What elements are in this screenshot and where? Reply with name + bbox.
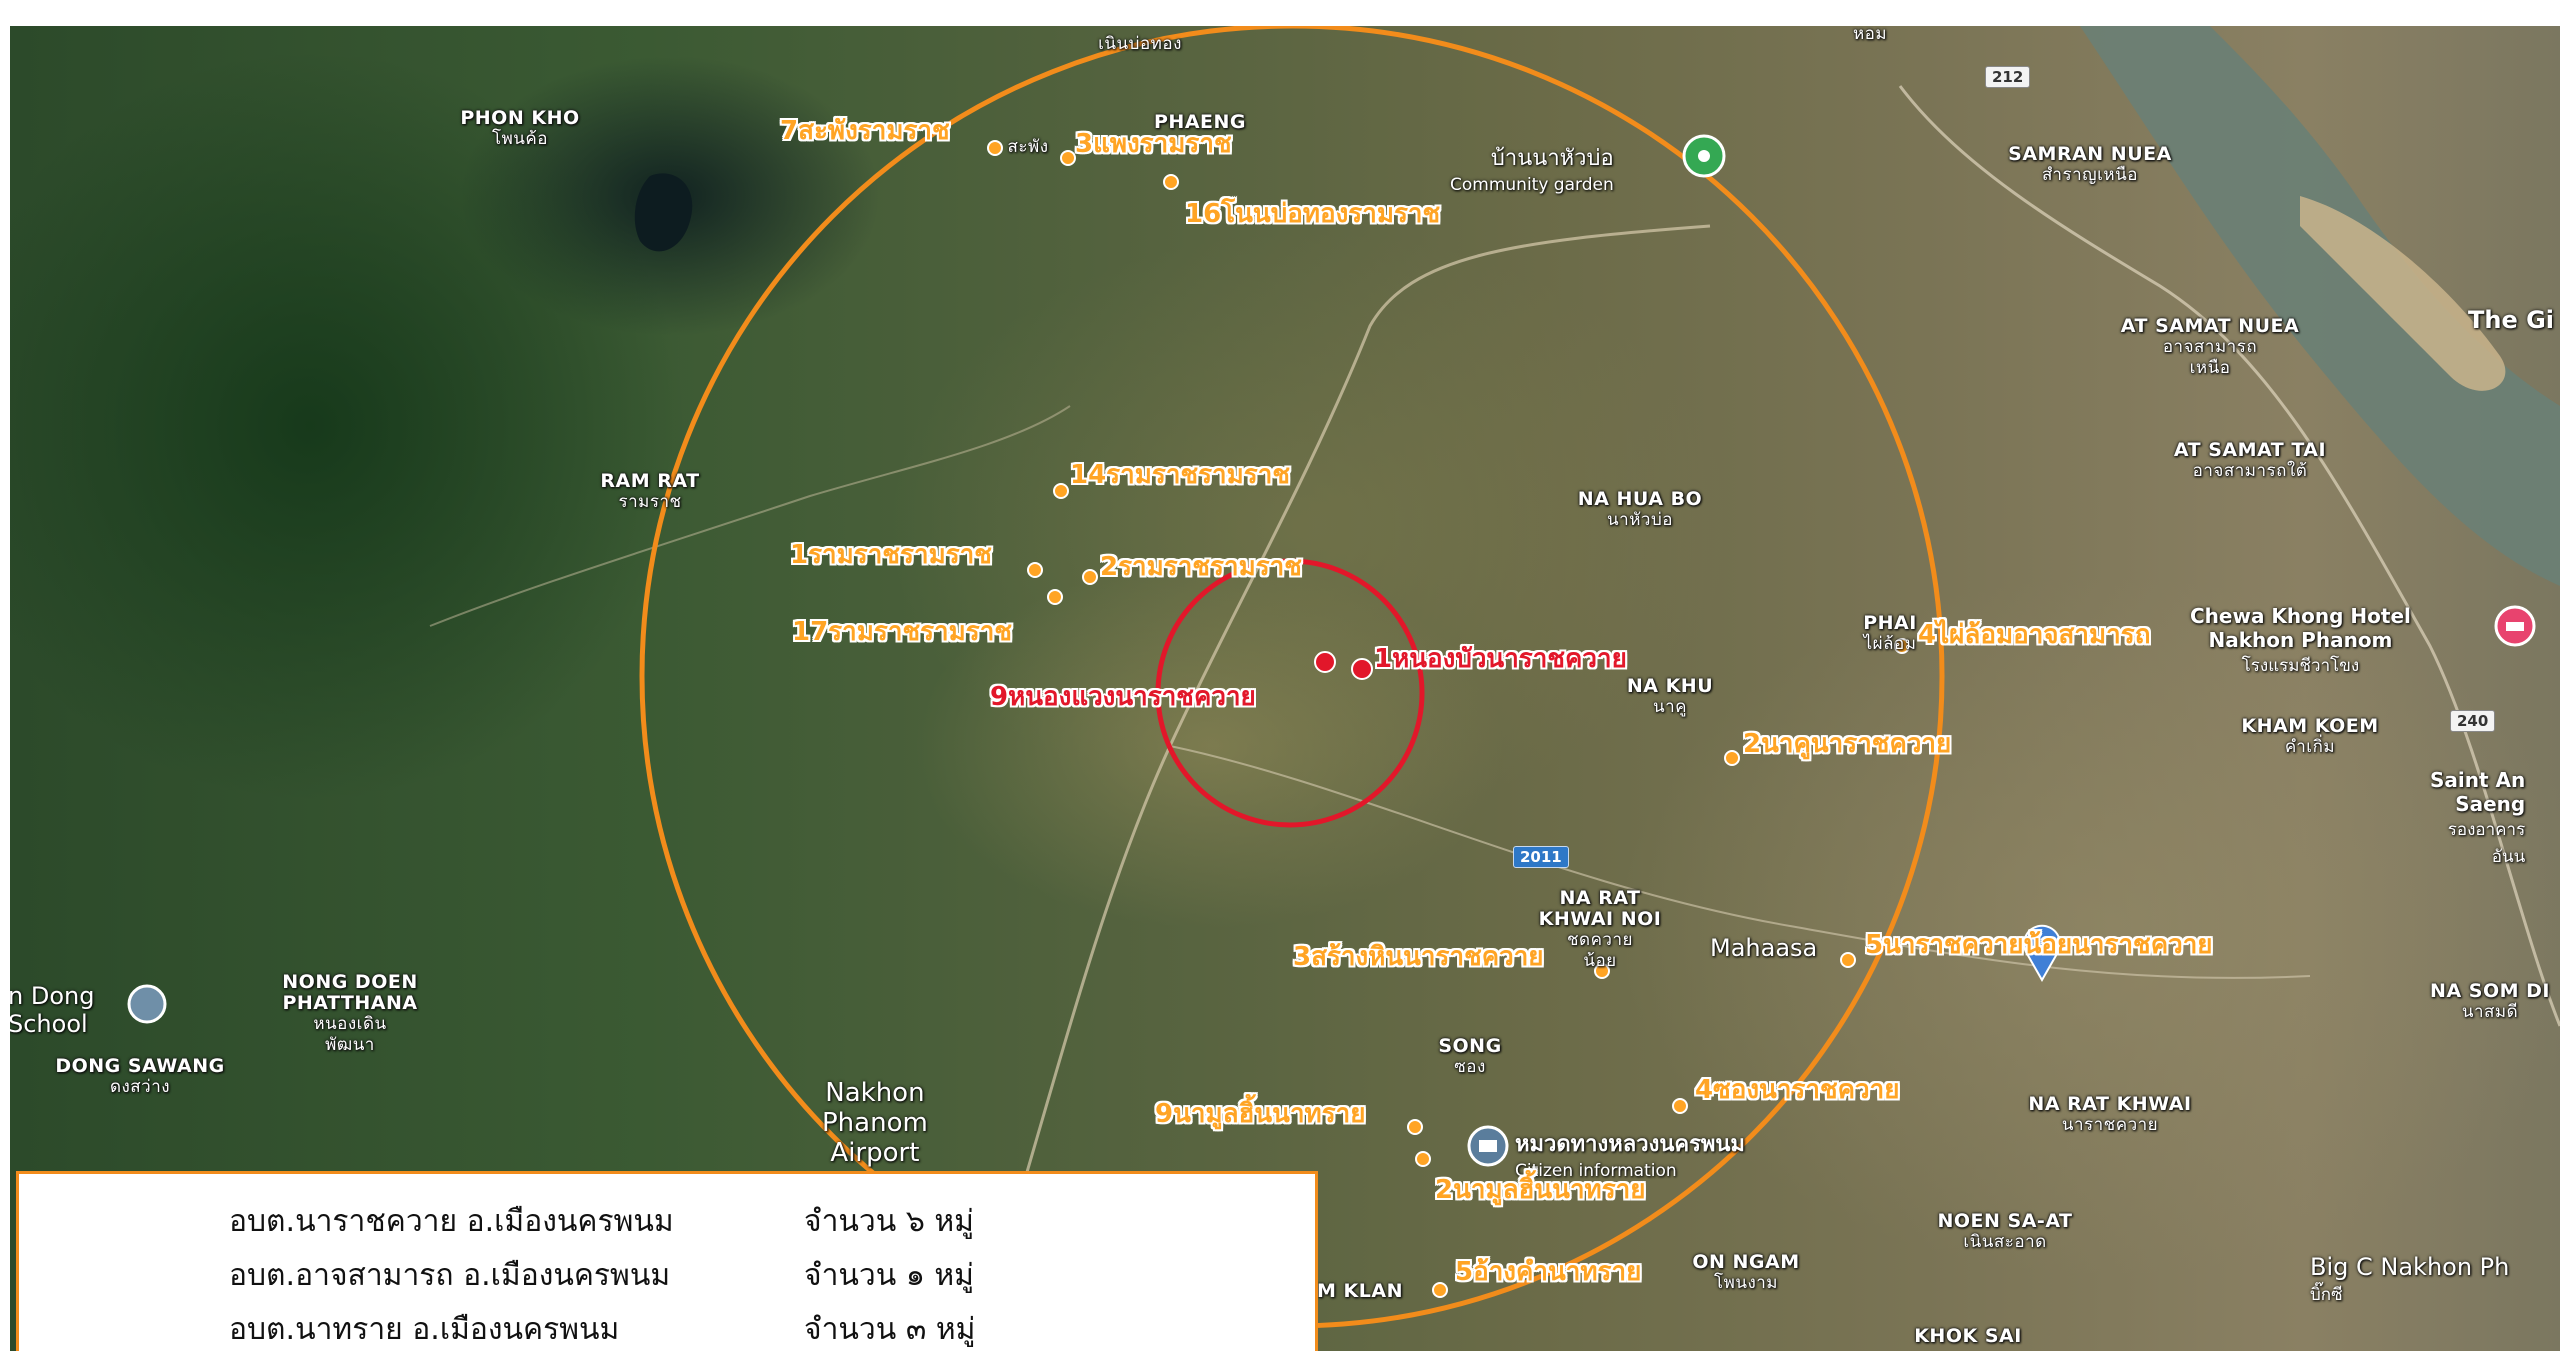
village-label-v-5b: 5อ้างคำนาทราย xyxy=(1455,1257,1642,1287)
dot-v-14 xyxy=(1053,483,1069,499)
road-badge-212: 212 xyxy=(1985,66,2031,88)
dot-v-5b xyxy=(1432,1282,1448,1298)
village-label-v-2b: 2นาคูนาราชควาย xyxy=(1743,729,1952,759)
lake xyxy=(634,173,693,252)
mahaasa-label[interactable]: Mahaasa xyxy=(1710,934,1818,962)
village-label-v-3b: 3สร้างหินนาราชควาย xyxy=(1293,942,1544,972)
center-markers xyxy=(1314,651,1373,680)
village-label-v-14: 14รามราชรามราช xyxy=(1070,460,1291,490)
legend-box: อบต.นาราชควาย อ.เมืองนครพนม จำนวน ๖ หมู่… xyxy=(16,1171,1318,1351)
village-label-v-1b: 1หนองบัวนาราชควาย xyxy=(1374,644,1627,674)
dot-v-9a xyxy=(1314,651,1336,673)
place-sa-phang: สะพัง xyxy=(1007,137,1049,157)
dot-v-2a xyxy=(1082,569,1098,585)
dot-v-7 xyxy=(987,140,1003,156)
village-label-v-3a: 3แพงรามราช xyxy=(1075,129,1232,159)
dot-v-1b xyxy=(1351,658,1373,680)
place-khok-sai: KHOK SAI xyxy=(1914,1325,2022,1347)
dot-v-9b xyxy=(1407,1119,1423,1135)
dot-v-16 xyxy=(1163,174,1179,190)
village-label-v-1a: 1รามราชรามราช xyxy=(790,540,992,570)
road-river xyxy=(1898,85,2560,1027)
radius-circle-small xyxy=(1155,558,1425,828)
place-m-klan: M KLAN xyxy=(1317,1280,1403,1302)
dot-v-5a xyxy=(1840,952,1856,968)
road-west xyxy=(429,405,1071,627)
dot-v-4a xyxy=(1894,638,1910,654)
mekong-river xyxy=(2080,26,2560,586)
village-label-v-5a: 5นาราชควายน้อยนาราชควาย xyxy=(1865,930,2213,960)
village-label-v-17: 17รามราชรามราช xyxy=(792,617,1013,647)
space-pin xyxy=(2023,924,2061,983)
place-phaeng: PHAENG xyxy=(1153,111,1247,133)
dot-v-3a xyxy=(1060,150,1076,166)
road-badge-2011: 2011 xyxy=(1513,846,1569,868)
village-label-v-4a: 4ไผ่ล้อมอาจสามารถ xyxy=(1918,620,2151,650)
village-label-v-9a: 9หนองแวงนาราชควาย xyxy=(990,682,1256,712)
place-noen-bo-thong: เนินบ่อทอง xyxy=(1098,34,1182,54)
school-label[interactable]: n Dong School xyxy=(10,982,95,1038)
dot-v-17 xyxy=(1047,589,1063,605)
community-garden-pin xyxy=(1682,134,1726,178)
dot-v-2b xyxy=(1724,750,1740,766)
dot-v-1a xyxy=(1027,562,1043,578)
village-label-v-2a: 2รามราชรามราช xyxy=(1100,552,1302,582)
legend-count: จำนวน ๖ หมู่ xyxy=(804,1204,974,1239)
village-label-v-2c: 2นามูลฮิ้นนาทราย xyxy=(1435,1175,1646,1205)
legend-name: อบต.อาจสามารถ อ.เมืองนครพนม xyxy=(229,1258,671,1293)
road-east xyxy=(1169,745,2311,979)
village-label-v-7: 7สะพังรามราช xyxy=(780,116,950,146)
village-label-v-16: 16โนนบ่อทองรามราช xyxy=(1185,199,1441,229)
legend-count: จำนวน ๓ หมู่ xyxy=(804,1312,976,1347)
legend-name: อบต.นาทราย อ.เมืองนครพนม xyxy=(229,1312,620,1347)
dot-v-3b xyxy=(1594,963,1610,979)
place-khom: หอม xyxy=(1852,26,1888,44)
the-gi-label[interactable]: The Gi xyxy=(2468,306,2555,334)
road-badge-240: 240 xyxy=(2450,710,2496,732)
sandbar xyxy=(2300,196,2506,391)
dot-v-4b xyxy=(1672,1098,1688,1114)
legend-count: จำนวน ๑ หมู่ xyxy=(804,1258,974,1293)
village-label-v-4b: 4ซองนาราชควาย xyxy=(1695,1075,1900,1105)
dot-v-2c xyxy=(1415,1151,1431,1167)
village-markers xyxy=(987,140,1910,1298)
airport-label[interactable]: Nakhon Phanom Airport xyxy=(822,1078,928,1168)
school-pin xyxy=(127,984,167,1024)
legend-name: อบต.นาราชควาย อ.เมืองนครพนม xyxy=(229,1204,674,1239)
citizen-info-pin xyxy=(1467,1125,1509,1167)
village-label-v-9b: 9นามูลฮิ้นนาทราย xyxy=(1155,1099,1366,1129)
hotel-pin xyxy=(2494,605,2536,647)
